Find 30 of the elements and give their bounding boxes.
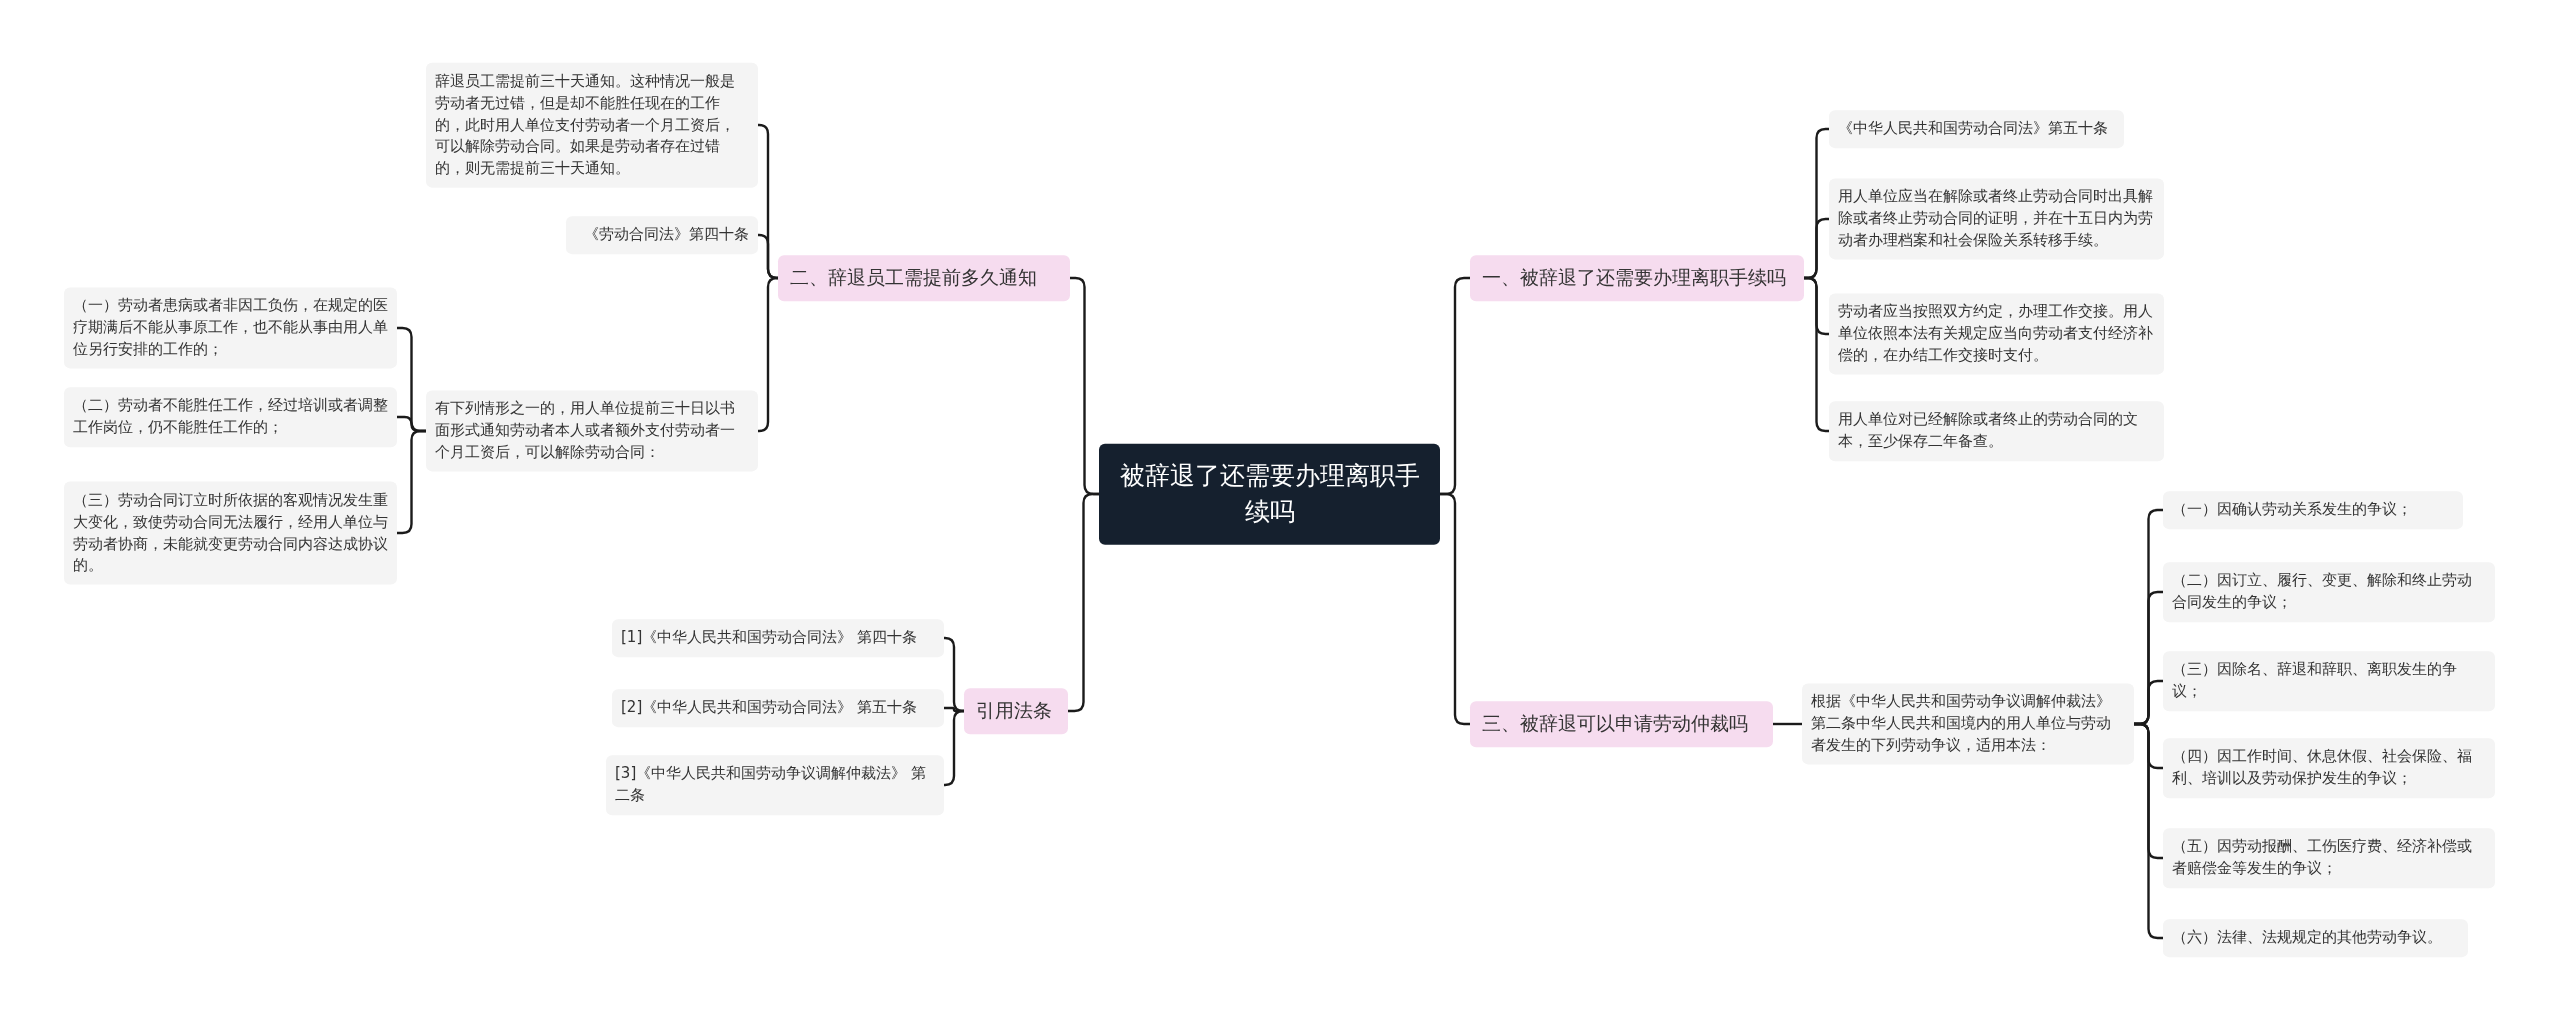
topic-box: 二、辞退员工需提前多久通知 [778, 255, 1070, 301]
central-topic-box: 被辞退了还需要办理离职手续吗 [1099, 443, 1440, 545]
subtopic-box: 根据《中华人民共和国劳动争议调解仲裁法》第二条中华人民共和国境内的用人单位与劳动者发生的下列劳动争议，适用本法： [1802, 683, 2134, 765]
subtopic-box: （四）因工作时间、休息休假、社会保险、福利、培训以及劳动保护发生的争议； [2163, 738, 2495, 798]
connector-line [1804, 276, 1829, 433]
subtopic-box: 用人单位对已经解除或者终止的劳动合同的文本，至少保存二年备查。 [1829, 401, 2164, 461]
subtopic-box: [3]《中华人民共和国劳动争议调解仲裁法》 第二条 [606, 755, 944, 815]
topic-box: 引用法条 [964, 688, 1068, 734]
topic-box: 三、被辞退可以申请劳动仲裁吗 [1470, 701, 1773, 747]
subtopic-box: （一）劳动者患病或者非因工负伤，在规定的医疗期满后不能从事原工作，也不能从事由用人单位另行安排的工作的； [64, 287, 397, 369]
subtopic-box: （一）因确认劳动关系发生的争议； [2163, 491, 2463, 529]
subtopic-box: 辞退员工需提前三十天通知。这种情况一般是劳动者无过错，但是却不能胜任现在的工作的，此时用人单位支付劳动者一个月工资后，可以解除劳动合同。如果是劳动者存在过错的，则无需提前三十天通知。 [426, 62, 758, 188]
connector-line [1773, 722, 1802, 726]
subtopic-box: [2]《中华人民共和国劳动合同法》 第五十条 [612, 689, 944, 727]
connector-line [943, 709, 965, 787]
subtopic-box: （三）劳动合同订立时所依据的客观情况发生重大变化，致使劳动合同无法履行，经用人单位与劳动者协商，未能就变更劳动合同内容达成协议的。 [64, 481, 397, 585]
subtopic-box: [1]《中华人民共和国劳动合同法》 第四十条 [612, 619, 944, 657]
subtopic-box: 劳动者应当按照双方约定，办理工作交接。用人单位依照本法有关规定应当向劳动者支付经济补偿的，在办结工作交接时支付。 [1829, 293, 2164, 375]
connector-line [757, 276, 779, 433]
subtopic-box: （二）因订立、履行、变更、解除和终止劳动合同发生的争议； [2163, 562, 2495, 622]
subtopic-box: （三）因除名、辞退和辞职、离职发生的争议； [2163, 651, 2495, 711]
subtopic-box: 有下列情形之一的，用人单位提前三十日以书面形式通知劳动者本人或者额外支付劳动者一个月工资后，可以解除劳动合同： [426, 390, 758, 472]
subtopic-box: （二）劳动者不能胜任工作，经过培训或者调整工作岗位，仍不能胜任工作的； [64, 387, 397, 447]
connector-line [1068, 492, 1099, 713]
subtopic-box: 用人单位应当在解除或者终止劳动合同时出具解除或者终止劳动合同的证明，并在十五日内为劳动者办理档案和社会保险关系转移手续。 [1829, 178, 2164, 260]
subtopic-box: 《中华人民共和国劳动合同法》第五十条 [1829, 110, 2124, 148]
subtopic-box: （六）法律、法规规定的其他劳动争议。 [2163, 919, 2468, 957]
topic-box: 一、被辞退了还需要办理离职手续吗 [1470, 255, 1804, 301]
subtopic-box: （五）因劳动报酬、工伤医疗费、经济补偿或者赔偿金等发生的争议； [2163, 828, 2495, 888]
subtopic-box: 《劳动合同法》第四十条 [566, 216, 758, 254]
